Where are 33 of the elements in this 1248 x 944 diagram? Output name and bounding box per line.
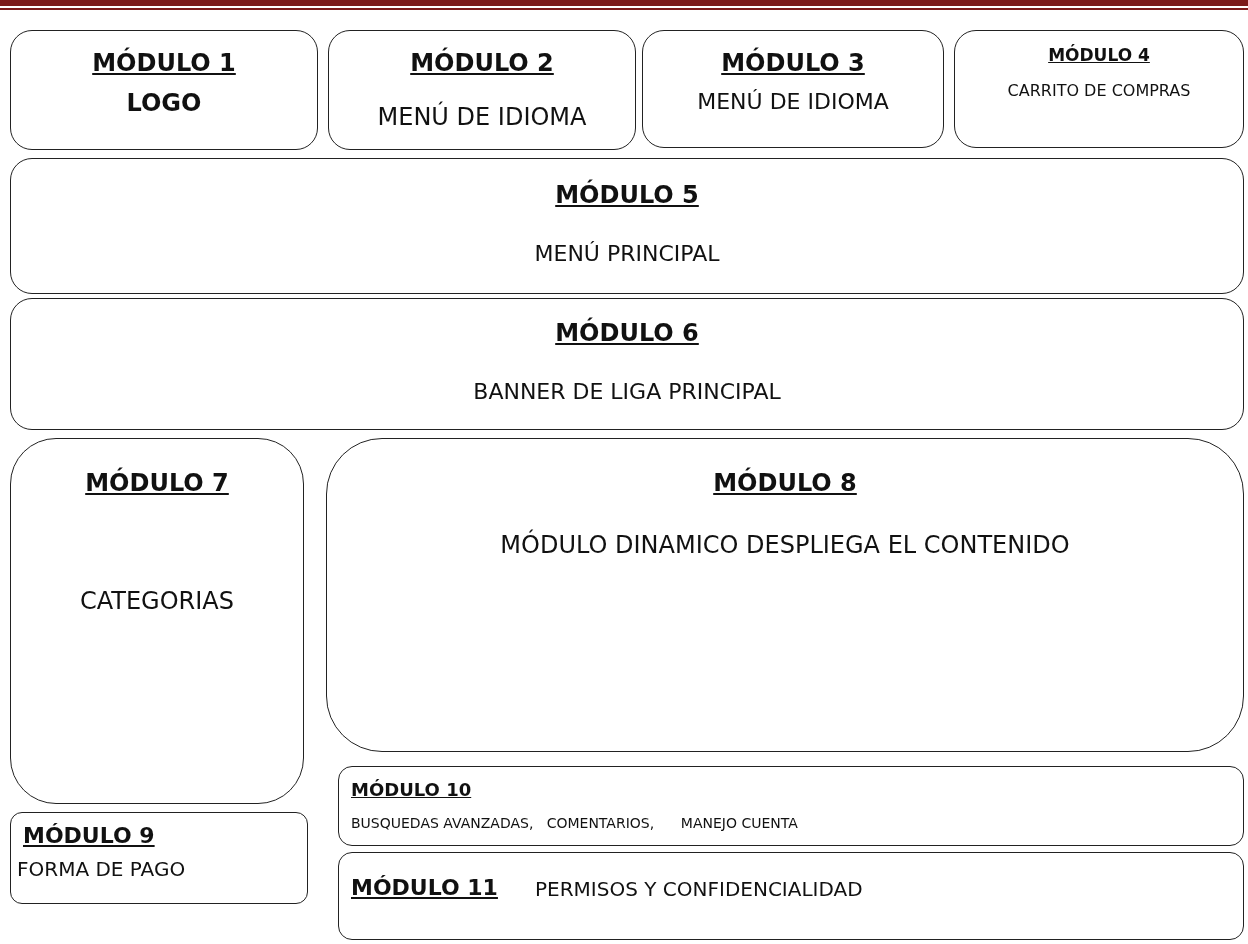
module-text: MENÚ DE IDIOMA	[377, 103, 587, 131]
module-heading: MÓDULO 1	[92, 49, 236, 77]
module-heading: MÓDULO 4	[1048, 45, 1150, 65]
module-heading: MÓDULO 2	[410, 49, 554, 77]
module-heading: MÓDULO 11	[351, 875, 498, 900]
module-heading: MÓDULO 10	[351, 779, 472, 800]
module-text: BANNER DE LIGA PRINCIPAL	[473, 379, 781, 404]
module-box	[338, 766, 1244, 846]
module-box	[10, 438, 304, 804]
module-box	[10, 30, 318, 150]
module-text: FORMA DE PAGO	[17, 857, 186, 881]
module-heading: MÓDULO 8	[713, 469, 857, 497]
module-box	[338, 852, 1244, 940]
module-text: MÓDULO DINAMICO DESPLIEGA EL CONTENIDO	[500, 531, 1070, 559]
module-text: LOGO	[126, 89, 202, 117]
module-box	[328, 30, 636, 150]
module-box	[642, 30, 944, 148]
module-text: MENÚ PRINCIPAL	[534, 241, 720, 266]
module-box	[326, 438, 1244, 752]
module-box	[10, 298, 1244, 430]
module-heading: MÓDULO 3	[721, 49, 865, 77]
module-heading: MÓDULO 9	[23, 823, 155, 848]
module-heading: MÓDULO 6	[555, 319, 699, 347]
module-text: BUSQUEDAS AVANZADAS, COMENTARIOS, MANEJO CUENTA	[351, 815, 798, 831]
module-text: CATEGORIAS	[80, 587, 234, 615]
module-heading: MÓDULO 7	[85, 469, 229, 497]
module-text: PERMISOS Y CONFIDENCIALIDAD	[535, 877, 863, 901]
module-box	[954, 30, 1244, 148]
module-text: MENÚ DE IDIOMA	[697, 89, 889, 114]
module-text: CARRITO DE COMPRAS	[1007, 81, 1191, 100]
module-box	[10, 812, 308, 904]
module-heading: MÓDULO 5	[555, 181, 699, 209]
module-box	[10, 158, 1244, 294]
